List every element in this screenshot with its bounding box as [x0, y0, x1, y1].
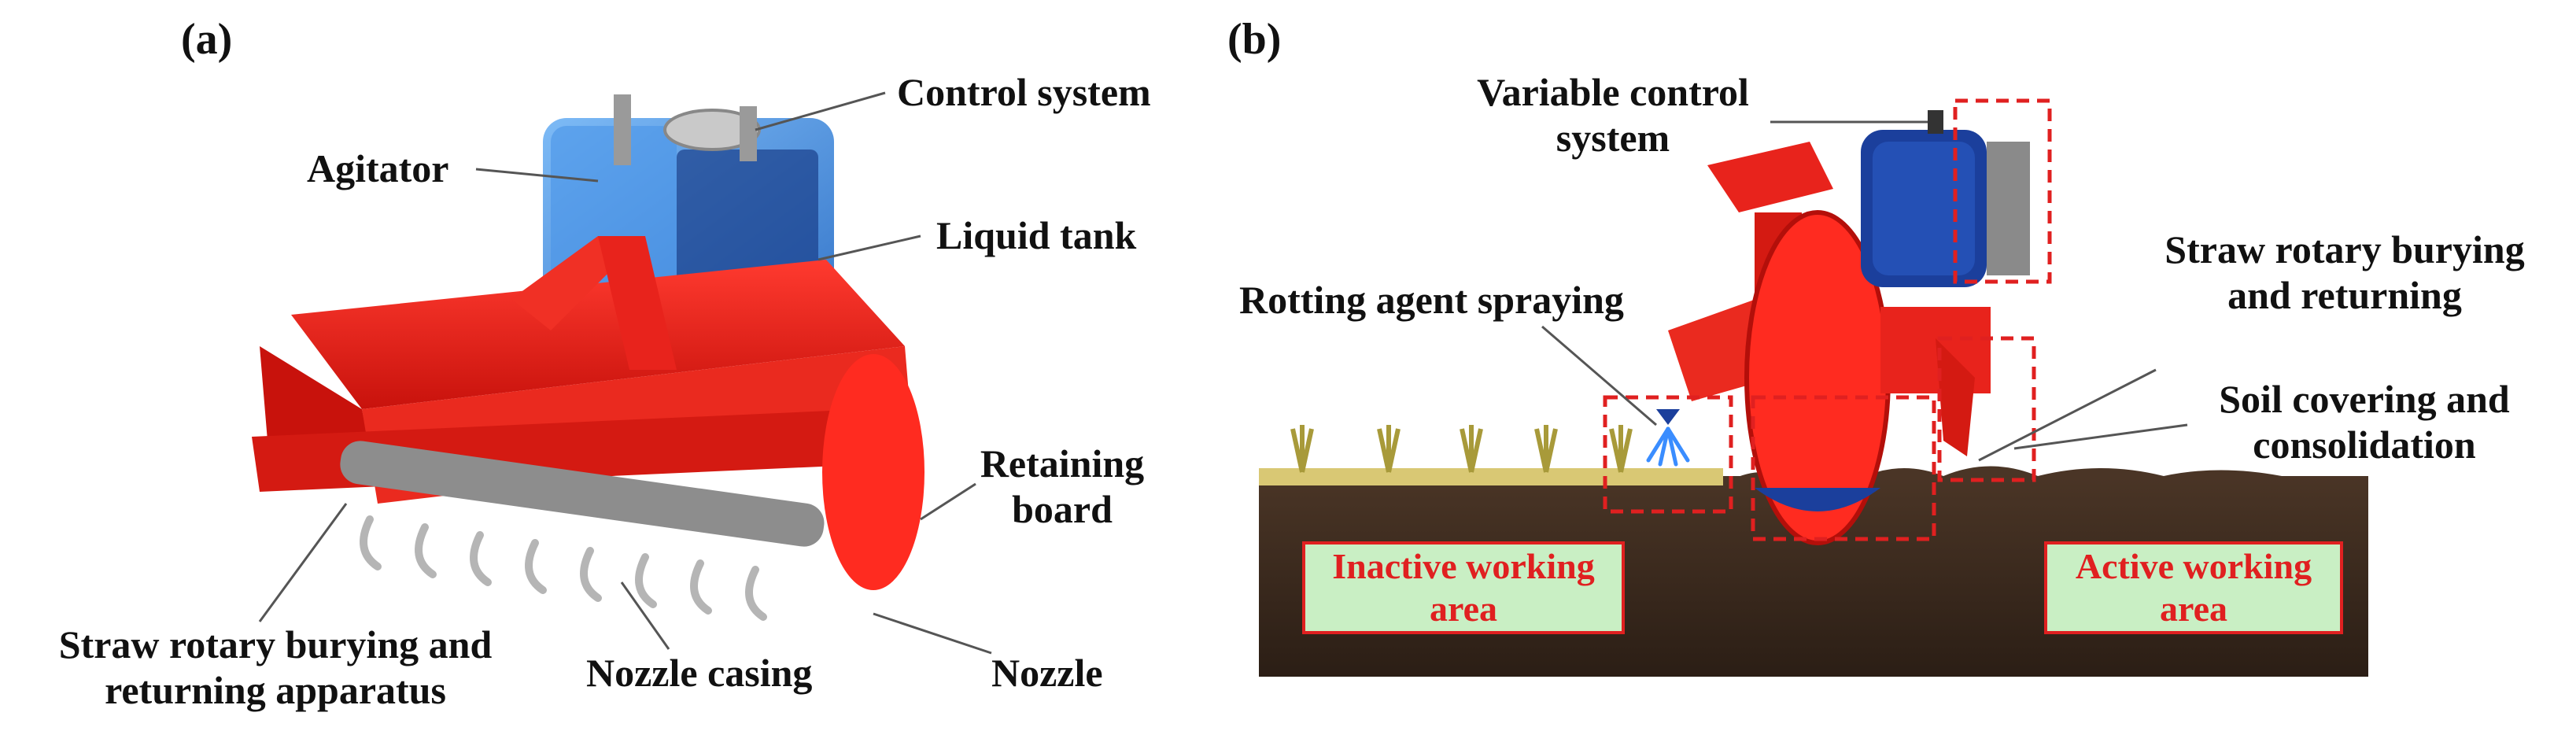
label-variable-control: Variable control system: [1440, 69, 1786, 161]
spray-nozzle-icon: [1646, 409, 1690, 467]
rotary-tiller-illustration: [252, 236, 924, 621]
panel-a-tag: (a): [181, 15, 233, 64]
label-soil-covering-line1: Soil covering and: [2219, 377, 2510, 421]
label-control-system: Control system: [897, 70, 1151, 114]
label-straw-returning: Straw rotary burying and returning: [2124, 227, 2565, 318]
label-soil-covering: Soil covering and consolidation: [2172, 376, 2557, 467]
panel-a-leader-lines: [258, 91, 992, 655]
highlight-control-system: [1953, 98, 2052, 284]
label-retaining-board-line2: board: [1012, 487, 1113, 531]
label-agitator: Agitator: [307, 146, 449, 190]
rice-stubble-icon: [1290, 425, 1633, 473]
panel-b-tag: (b): [1227, 15, 1282, 64]
panel-a-machine: [252, 94, 924, 621]
label-active-line2: area: [2159, 589, 2227, 629]
straw-layer: [1259, 468, 1723, 485]
label-retaining-board: Retaining board: [952, 441, 1172, 532]
label-inactive-line2: area: [1429, 589, 1497, 629]
highlight-covering: [1937, 336, 2036, 482]
side-view-machine: [1668, 142, 1991, 545]
label-nozzle: Nozzle: [991, 651, 1103, 695]
label-rotting-agent: Rotting agent spraying: [1239, 278, 1624, 322]
label-straw-apparatus: Straw rotary burying and returning appar…: [8, 622, 543, 713]
label-inactive-line1: Inactive working: [1332, 546, 1595, 586]
label-straw-returning-line1: Straw rotary burying: [2165, 227, 2525, 271]
label-nozzle-casing: Nozzle casing: [586, 651, 813, 695]
label-active-line1: Active working: [2075, 546, 2312, 586]
highlight-burying: [1751, 395, 1936, 541]
label-soil-covering-line2: consolidation: [2253, 423, 2476, 467]
label-straw-apparatus-line1: Straw rotary burying and: [58, 622, 493, 666]
label-liquid-tank: Liquid tank: [936, 213, 1137, 257]
label-straw-apparatus-line2: returning apparatus: [105, 668, 446, 712]
label-retaining-board-line1: Retaining: [980, 441, 1145, 485]
highlight-spraying: [1603, 395, 1733, 514]
side-view-tank: [1861, 110, 2030, 287]
highlight-boxes: [1603, 98, 2052, 541]
label-variable-control-line2: system: [1556, 116, 1670, 160]
inactive-working-area-box: Inactive working area: [1302, 541, 1625, 634]
panel-b-scene: [1259, 98, 2368, 677]
label-straw-returning-line2: and returning: [2227, 273, 2462, 317]
panel-b-leader-lines: [1541, 120, 2188, 462]
label-variable-control-line1: Variable control: [1477, 70, 1749, 114]
active-working-area-box: Active working area: [2044, 541, 2343, 634]
